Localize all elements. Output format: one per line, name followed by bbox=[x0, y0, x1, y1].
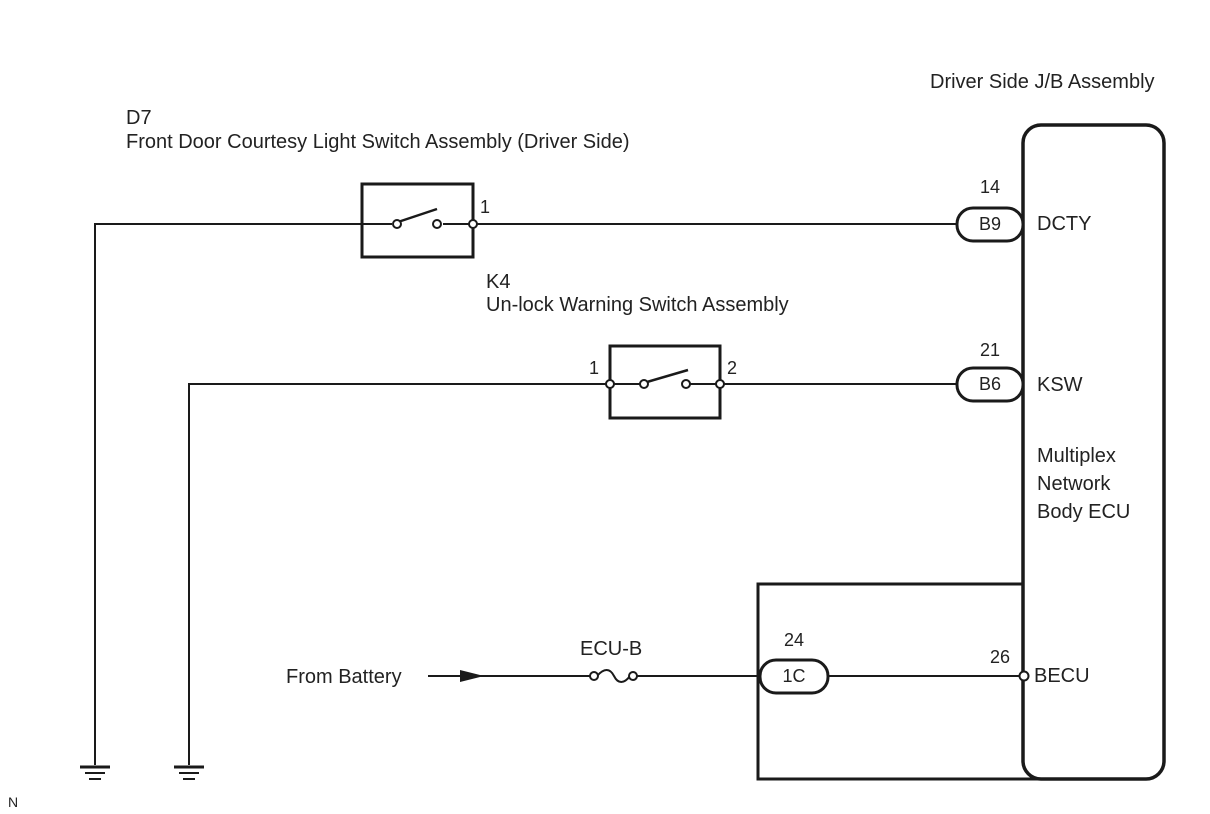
connector-b6 bbox=[955, 366, 1025, 403]
k4-pin2-terminal bbox=[715, 379, 725, 389]
d7-switch-contact bbox=[392, 219, 402, 229]
connector-1c-code: 1C bbox=[782, 666, 806, 686]
ground-icon bbox=[174, 765, 204, 780]
k4-code: K4 bbox=[486, 271, 511, 293]
ground-icon bbox=[80, 765, 110, 780]
connector-b9-pin: 14 bbox=[979, 177, 1001, 197]
signal-ksw: KSW bbox=[1037, 374, 1083, 396]
d7-switch-blade bbox=[397, 207, 438, 224]
d7-switch-box bbox=[360, 182, 475, 259]
d7-name: Front Door Courtesy Light Switch Assembl… bbox=[126, 131, 630, 153]
d7-code: D7 bbox=[126, 107, 152, 129]
wire-k4-ground bbox=[188, 383, 610, 765]
d7-pin-terminal bbox=[468, 219, 478, 229]
connector-1c-pin: 24 bbox=[783, 630, 805, 650]
arrow-icon bbox=[460, 670, 484, 682]
connector-b6-pin: 21 bbox=[979, 340, 1001, 360]
fuse-label: ECU-B bbox=[580, 638, 643, 660]
signal-becu: BECU bbox=[1034, 665, 1090, 687]
corner-mark: N bbox=[8, 794, 19, 810]
connector-b6-code: B6 bbox=[978, 374, 1002, 394]
k4-switch-box bbox=[608, 344, 722, 420]
jb-assembly-title: Driver Side J/B Assembly bbox=[930, 71, 1155, 93]
k4-pin-right: 2 bbox=[727, 358, 738, 378]
signal-dcty: DCTY bbox=[1037, 213, 1092, 235]
connector-b9 bbox=[955, 206, 1025, 243]
k4-switch-blade bbox=[646, 368, 689, 384]
connector-b9-code: B9 bbox=[978, 214, 1002, 234]
jb-inner-box bbox=[756, 582, 1040, 781]
from-battery-label: From Battery bbox=[286, 666, 402, 688]
ecu-name-line-1: Multiplex bbox=[1037, 445, 1116, 467]
jb-assembly-box bbox=[1021, 123, 1166, 781]
d7-pin: 1 bbox=[480, 197, 491, 217]
fuse-ecu-b bbox=[596, 669, 631, 683]
ecu-name-line-3: Body ECU bbox=[1037, 501, 1131, 523]
wire-d7-ground bbox=[94, 223, 362, 765]
becu-terminal bbox=[1018, 670, 1030, 682]
k4-pin1-terminal bbox=[605, 379, 615, 389]
k4-name: Un-lock Warning Switch Assembly bbox=[486, 294, 789, 316]
becu-pin: 26 bbox=[990, 647, 1011, 667]
k4-pin-left: 1 bbox=[589, 358, 600, 378]
ecu-name-line-2: Network bbox=[1037, 473, 1111, 495]
